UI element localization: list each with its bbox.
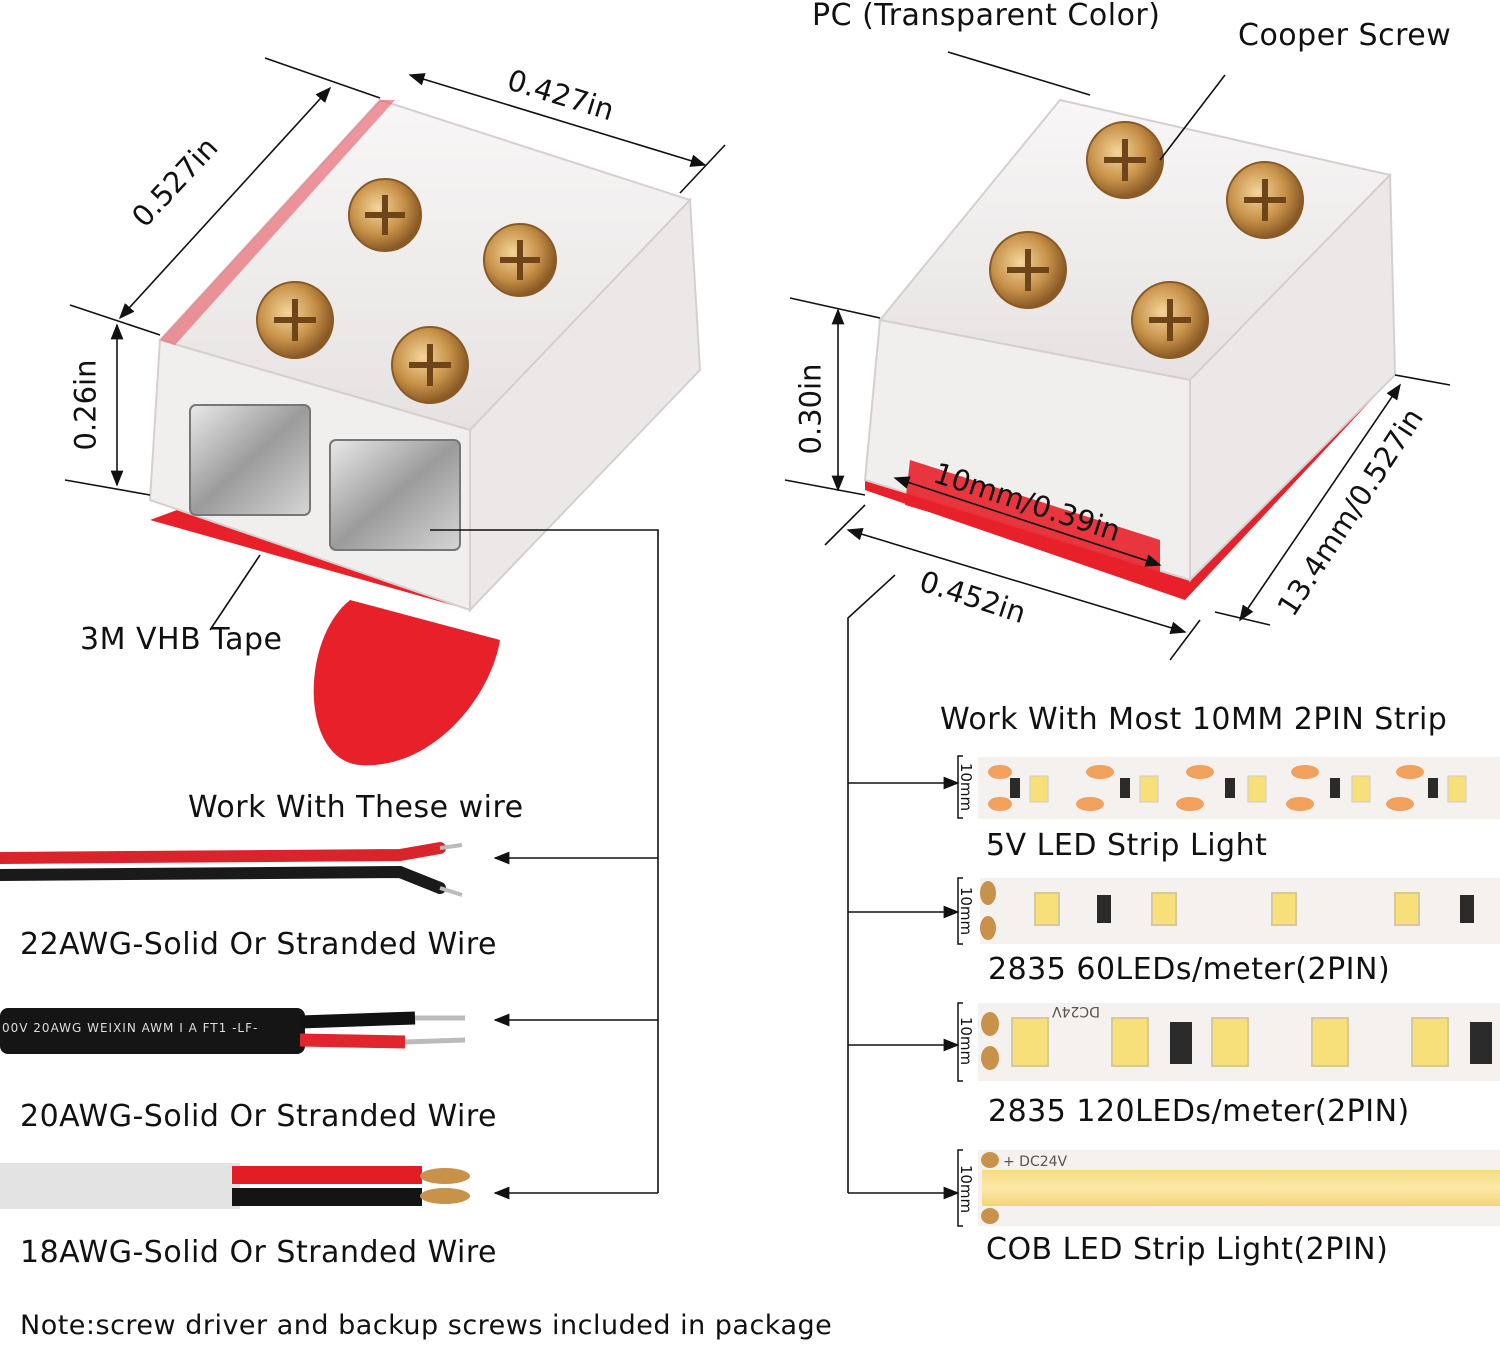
wire-18awg — [0, 1163, 470, 1209]
strip-120-label: 2835 120LEDs/meter(2PIN) — [988, 1094, 1410, 1129]
strip-60-label: 2835 60LEDs/meter(2PIN) — [988, 952, 1391, 987]
terminal-2 — [329, 439, 461, 551]
screw-icon — [391, 326, 469, 404]
strip-5v-label: 5V LED Strip Light — [986, 828, 1268, 863]
strip-2835-120 — [978, 1003, 1500, 1081]
screw-icon — [1226, 161, 1304, 239]
wire-20awg — [0, 1008, 466, 1054]
screw-icon — [1086, 121, 1164, 199]
width-brackets — [957, 755, 963, 1227]
tape-label: 3M VHB Tape — [80, 622, 283, 657]
material-label: PC (Transparent Color) — [812, 0, 1161, 33]
leader-lines — [430, 529, 960, 1200]
screw-icon — [256, 281, 334, 359]
wire-18awg-label: 18AWG-Solid Or Stranded Wire — [20, 1235, 498, 1270]
width-mark-2: 10mm — [957, 886, 976, 936]
dim-height-label: 0.26in — [68, 359, 103, 451]
screw-icon — [483, 223, 557, 297]
screw-icon — [989, 231, 1067, 309]
width-mark-4: 10mm — [957, 1164, 976, 1214]
dim-right-height-label: 0.30in — [793, 363, 828, 455]
right-connector — [863, 98, 1397, 600]
tape-tab — [313, 600, 500, 766]
screw-icon — [348, 178, 422, 252]
strip-cob-label: COB LED Strip Light(2PIN) — [986, 1232, 1389, 1267]
left-connector — [148, 98, 702, 766]
left-dimension-lines — [64, 57, 726, 631]
wires-heading: Work With These wire — [188, 790, 524, 825]
strip-5v — [978, 757, 1500, 819]
wire-22awg — [0, 842, 463, 897]
package-note: Note:screw driver and backup screws incl… — [20, 1310, 833, 1341]
wire-22awg-label: 22AWG-Solid Or Stranded Wire — [20, 927, 498, 962]
strip-120-print: DC24V — [1052, 1003, 1100, 1019]
strip-cob-print: + DC24V — [1003, 1154, 1068, 1170]
wire-20awg-label: 20AWG-Solid Or Stranded Wire — [20, 1099, 498, 1134]
strip-cob — [978, 1150, 1500, 1226]
width-mark-1: 10mm — [957, 762, 976, 812]
screw-label: Cooper Screw — [1238, 18, 1452, 53]
strips-heading: Work With Most 10MM 2PIN Strip — [940, 702, 1448, 737]
wire-20awg-print: 00V 20AWG WEIXIN AWM I A FT1 -LF- — [2, 1021, 259, 1035]
screw-icon — [1131, 281, 1209, 359]
strip-2835-60 — [980, 878, 1500, 944]
right-dimension-lines — [784, 51, 1451, 661]
terminal-1 — [189, 404, 311, 516]
width-mark-3: 10mm — [957, 1016, 976, 1066]
